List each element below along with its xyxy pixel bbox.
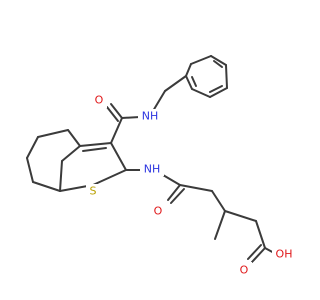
bond [211, 190, 226, 212]
bond [121, 116, 141, 119]
bond [170, 188, 185, 204]
atom-label: O [240, 264, 249, 277]
bond [92, 169, 127, 186]
bond [255, 220, 266, 249]
bond [82, 147, 107, 152]
bond [210, 55, 227, 66]
bond [209, 87, 228, 98]
atom-label: NH [144, 163, 161, 176]
bond [251, 247, 266, 263]
bond [191, 76, 197, 87]
atom-label: O [95, 94, 104, 107]
bond [26, 157, 34, 183]
bond [152, 90, 166, 112]
bond [110, 103, 123, 119]
bond [32, 181, 61, 192]
bond [110, 142, 127, 171]
sulfur-atom: S [86, 184, 100, 198]
atom-layer: O NH NH S O O [86, 92, 296, 278]
bond [26, 136, 39, 159]
bond [106, 106, 119, 122]
oxygen-atom: O [150, 203, 166, 219]
bond [61, 145, 81, 162]
bond [162, 174, 181, 186]
amide-nitrogen: NH [138, 109, 162, 124]
bond [191, 88, 211, 98]
bond [185, 63, 192, 77]
bond [179, 184, 213, 192]
atom-label: O [154, 205, 163, 218]
atom-label: NH [142, 110, 159, 123]
bond [59, 160, 63, 192]
bond [209, 85, 223, 93]
bond [167, 184, 181, 201]
atom-label: S [90, 185, 97, 198]
bond [224, 210, 257, 222]
bond [79, 142, 112, 147]
amide-nitrogen: NH [140, 161, 164, 176]
bond [164, 75, 187, 92]
atom-label: OH [276, 248, 293, 261]
bond [213, 60, 223, 68]
structure-diagram: O NH NH S O O [26, 55, 296, 278]
molecule-svg: O NH NH S O O [26, 55, 296, 278]
oxygen-atom: O [91, 92, 107, 108]
bond-layer [26, 55, 277, 263]
bond [247, 244, 262, 260]
bond [190, 55, 212, 65]
hydroxyl-group: OH [272, 246, 296, 262]
oxygen-atom: O [236, 262, 252, 278]
bond [225, 64, 228, 89]
bond [67, 129, 81, 147]
bond [185, 75, 193, 90]
bond [37, 129, 69, 138]
bond [214, 210, 226, 240]
bond [110, 117, 123, 144]
